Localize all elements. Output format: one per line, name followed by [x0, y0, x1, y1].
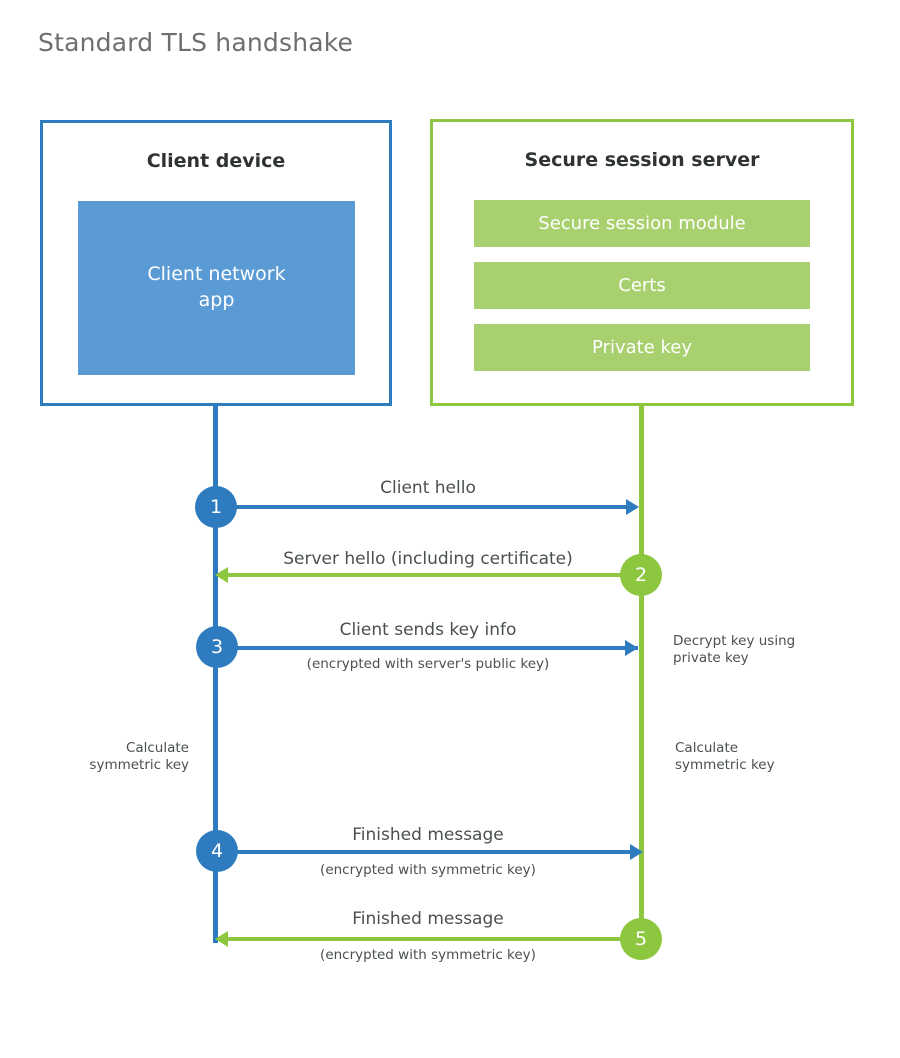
step-1-arrow-line	[216, 505, 626, 509]
secure-session-server-title: Secure session server	[524, 149, 760, 171]
step-5-label: Finished message	[352, 909, 504, 929]
private-key-block: Private key	[474, 324, 810, 371]
page-title: Standard TLS handshake	[38, 28, 354, 57]
step-marker-1: 1	[195, 486, 237, 528]
step-4-arrow-line	[216, 850, 630, 854]
step-4-label: Finished message	[352, 825, 504, 845]
server-lifeline	[639, 405, 644, 939]
step-3-arrow-head-icon	[625, 640, 638, 656]
step-2-arrow-line	[228, 573, 641, 577]
step-3-label: Client sends key info	[339, 620, 517, 640]
step-2-arrow-head-icon	[215, 567, 228, 583]
note-server-calculate-symmetric-key: Calculate symmetric key	[675, 740, 775, 774]
client-device-title: Client device	[146, 150, 286, 172]
step-4-sublabel: (encrypted with symmetric key)	[320, 862, 536, 878]
client-network-app-block: Client network app	[78, 201, 355, 375]
step-marker-3: 3	[196, 626, 238, 668]
step-2-label: Server hello (including certificate)	[283, 549, 573, 569]
certs-block: Certs	[474, 262, 810, 309]
step-5-arrow-head-icon	[215, 931, 228, 947]
client-device-box: Client device Client network app	[40, 120, 392, 406]
secure-session-server-box: Secure session server Secure session mod…	[430, 119, 854, 406]
step-marker-5: 5	[620, 918, 662, 960]
step-1-arrow-head-icon	[626, 499, 639, 515]
client-lifeline	[213, 406, 218, 943]
step-marker-4: 4	[196, 830, 238, 872]
secure-session-module-block: Secure session module	[474, 200, 810, 247]
note-server-decrypt: Decrypt key using private key	[673, 633, 796, 667]
note-client-calculate-symmetric-key: Calculate symmetric key	[89, 740, 189, 774]
step-5-sublabel: (encrypted with symmetric key)	[320, 947, 536, 963]
step-3-arrow-line	[216, 646, 638, 650]
step-marker-2: 2	[620, 554, 662, 596]
step-5-arrow-line	[228, 937, 641, 941]
step-4-arrow-head-icon	[630, 844, 643, 860]
step-1-label: Client hello	[380, 478, 476, 498]
step-3-sublabel: (encrypted with server's public key)	[306, 656, 550, 672]
